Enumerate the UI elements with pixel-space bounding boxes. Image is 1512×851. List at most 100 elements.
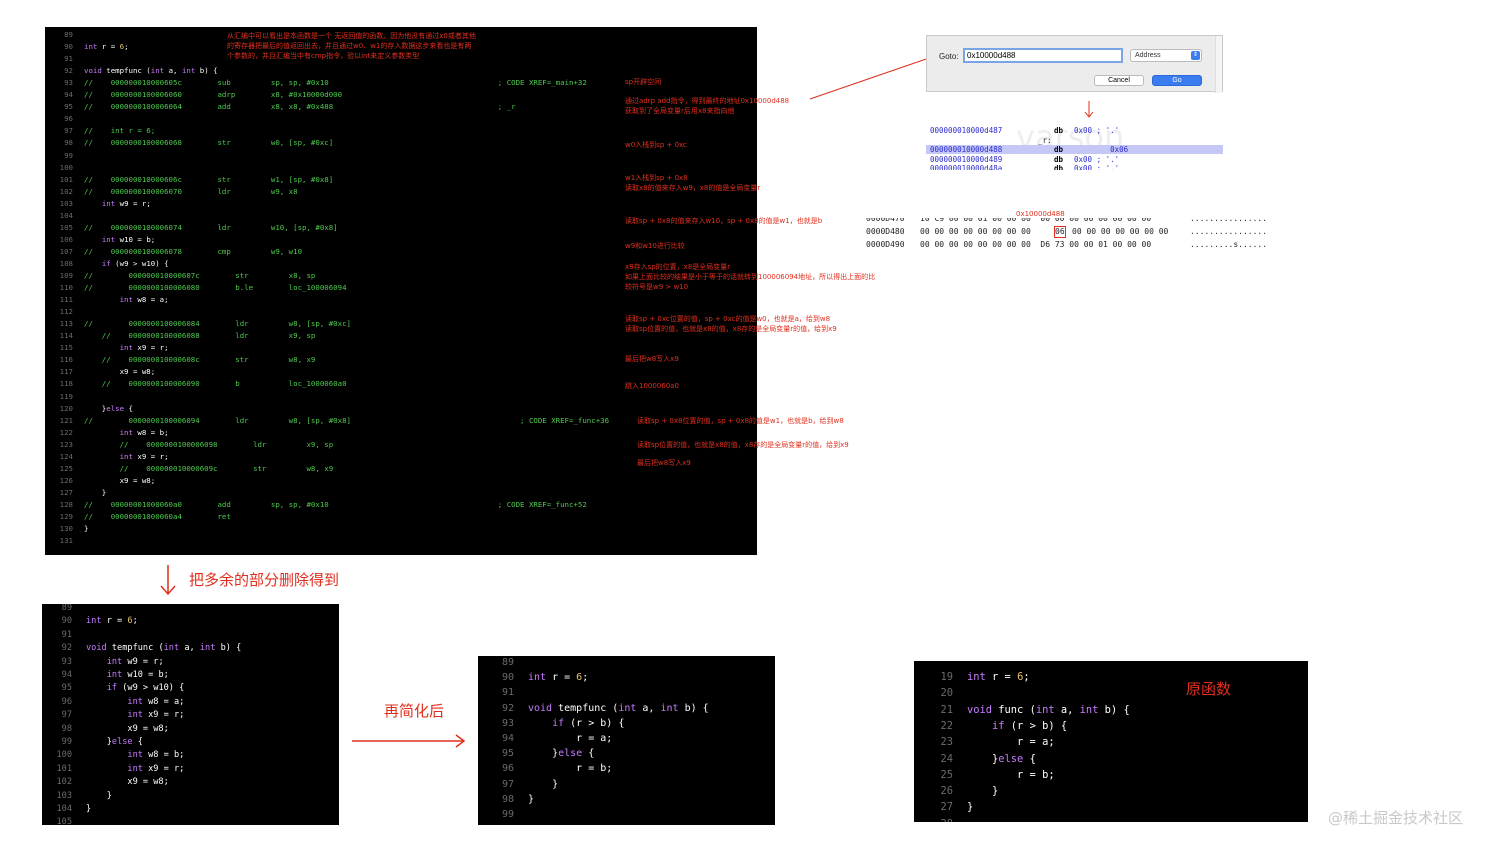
goto-address-input[interactable]: 0x10000d488 [963,48,1123,63]
code-line: 93// 000000010000605c sub sp, sp, #0x10 … [51,77,587,89]
disasm-row[interactable]: _r: [926,136,1223,145]
hex-bytes: 00 00 00 00 00 00 00 00 [920,227,1031,236]
line-number: 105 [56,817,72,825]
line-code: } [84,487,107,497]
line-number: 21 [940,703,953,716]
line-code: int x9 = r; [127,763,185,774]
annotation-else-x9: 读取sp位置的值，也就是x8的值，x8存的是全局变量r的值，给到x9 [637,441,849,449]
line-number: 124 [59,451,73,461]
code-line: 22 if (r > b) { [928,718,1067,734]
line-number: 113 [59,319,73,329]
cancel-button[interactable]: Cancel [1094,75,1144,86]
annotation-store-x8: x8存入sp的位置，x8是全局变量r 如果上面比较的结果是小于等于的话就转到10… [625,263,876,291]
line-code: // 000000010000605c sub sp, sp, #0x10 ; … [84,78,587,88]
code-line: 102// 0000000100006070 ldr w9, x8 [51,186,298,198]
code-line: 123 // 0000000100006098 ldr x9, sp [51,439,334,451]
line-number: 23 [940,736,953,749]
disasm-value: 0x00 ; '.' [1074,154,1120,164]
line-code: int x9 = r; [119,343,169,353]
line-code: } [967,801,974,814]
disasm-op: db [1054,164,1064,170]
chevron-updown-icon: ⇕ [1191,51,1200,60]
code-line: 105// 0000000100006074 ldr w10, [sp, #0x… [51,222,338,234]
dialog-scrollbar[interactable] [1215,36,1222,93]
code-line: 129// 00000001000060a4 ret [51,511,231,523]
code-line: 127 } [51,487,107,499]
go-button[interactable]: Go [1152,75,1202,86]
code-line: 20 [928,685,967,701]
hex-byte-selected[interactable]: 06 [1054,226,1066,238]
code-line: 115 int x9 = r; [51,342,169,354]
hex-address: 0000D490 [866,240,905,249]
code-line: 100 [51,162,84,174]
line-number: 92 [501,702,514,714]
code-line: 113// 0000000100006084 ldr w8, [sp, #0xc… [51,318,351,330]
line-code: }else { [528,748,595,760]
goto-mode-select[interactable]: Address ⇕ [1130,49,1202,62]
code-line: 97 } [488,777,558,792]
hex-address: 0000D480 [866,227,905,236]
annotation-write-x9: 最后把w8写入x9 [625,355,679,363]
code-line: 106 int w10 = b; [51,234,156,246]
line-number: 95 [61,683,72,694]
code-line: 98 x9 = w8; [48,723,169,736]
line-number: 107 [59,246,73,256]
disasm-address: 000000010000d487 [930,126,1003,135]
code-line: 98// 0000000100006068 str w0, [sp, #0xc] [51,137,333,149]
code-line: 95 }else { [488,746,594,761]
code-line: 104 [51,210,84,222]
line-code: // 0000000100006074 ldr w10, [sp, #0x8] [84,222,338,232]
line-code: int w10 = b; [106,670,169,680]
line-number: 98 [61,723,72,734]
line-number: 91 [64,54,73,64]
arrow-head-step2 [455,734,466,748]
annotation-else-read: 读取sp + 0x8位置的值，sp + 0x8的值是w1，也就是b，给到w8 [637,417,844,425]
code-line: 114 // 0000000100006088 ldr x9, sp [51,330,316,342]
line-number: 90 [64,42,73,52]
line-code: int w8 = b; [127,750,185,761]
line-code: r = a; [528,733,613,744]
code-line: 118 // 0000000100006090 b loc_1000060a0 [51,378,347,390]
line-number: 99 [61,737,72,747]
line-number: 123 [59,439,73,449]
disasm-address: 000000010000d48a [930,164,1003,170]
line-number: 93 [501,717,514,729]
code-line: 96 int w8 = a; [48,696,185,709]
line-number: 90 [61,616,72,627]
line-number: 24 [940,752,953,765]
line-number: 97 [61,710,72,721]
line-code: } [967,785,999,798]
goto-address-value: 0x10000d488 [967,51,1016,60]
line-code: int r = 6; [86,616,138,627]
line-number: 94 [501,733,514,744]
line-number: 108 [59,258,73,268]
disasm-op: db [1054,154,1064,164]
disasm-address: 000000010000d488 [930,145,1003,154]
line-number: 27 [940,801,953,814]
line-code: // 0000000100006070 ldr w9, x8 [84,186,298,196]
code-line: 94// 0000000100006060 adrp x8, #0x10000d… [51,89,342,101]
code-line: 89 [488,656,528,670]
line-code: // 000000010000607c str x8, sp [84,271,316,280]
line-number: 118 [59,379,73,389]
line-number: 125 [59,463,73,473]
hex-ascii: ................ [1190,218,1268,223]
annotation-address-label: 0x10000d488 [1016,210,1065,218]
line-number: 116 [59,355,73,365]
line-number: 104 [56,804,72,814]
arrow-to-goto [809,56,933,100]
